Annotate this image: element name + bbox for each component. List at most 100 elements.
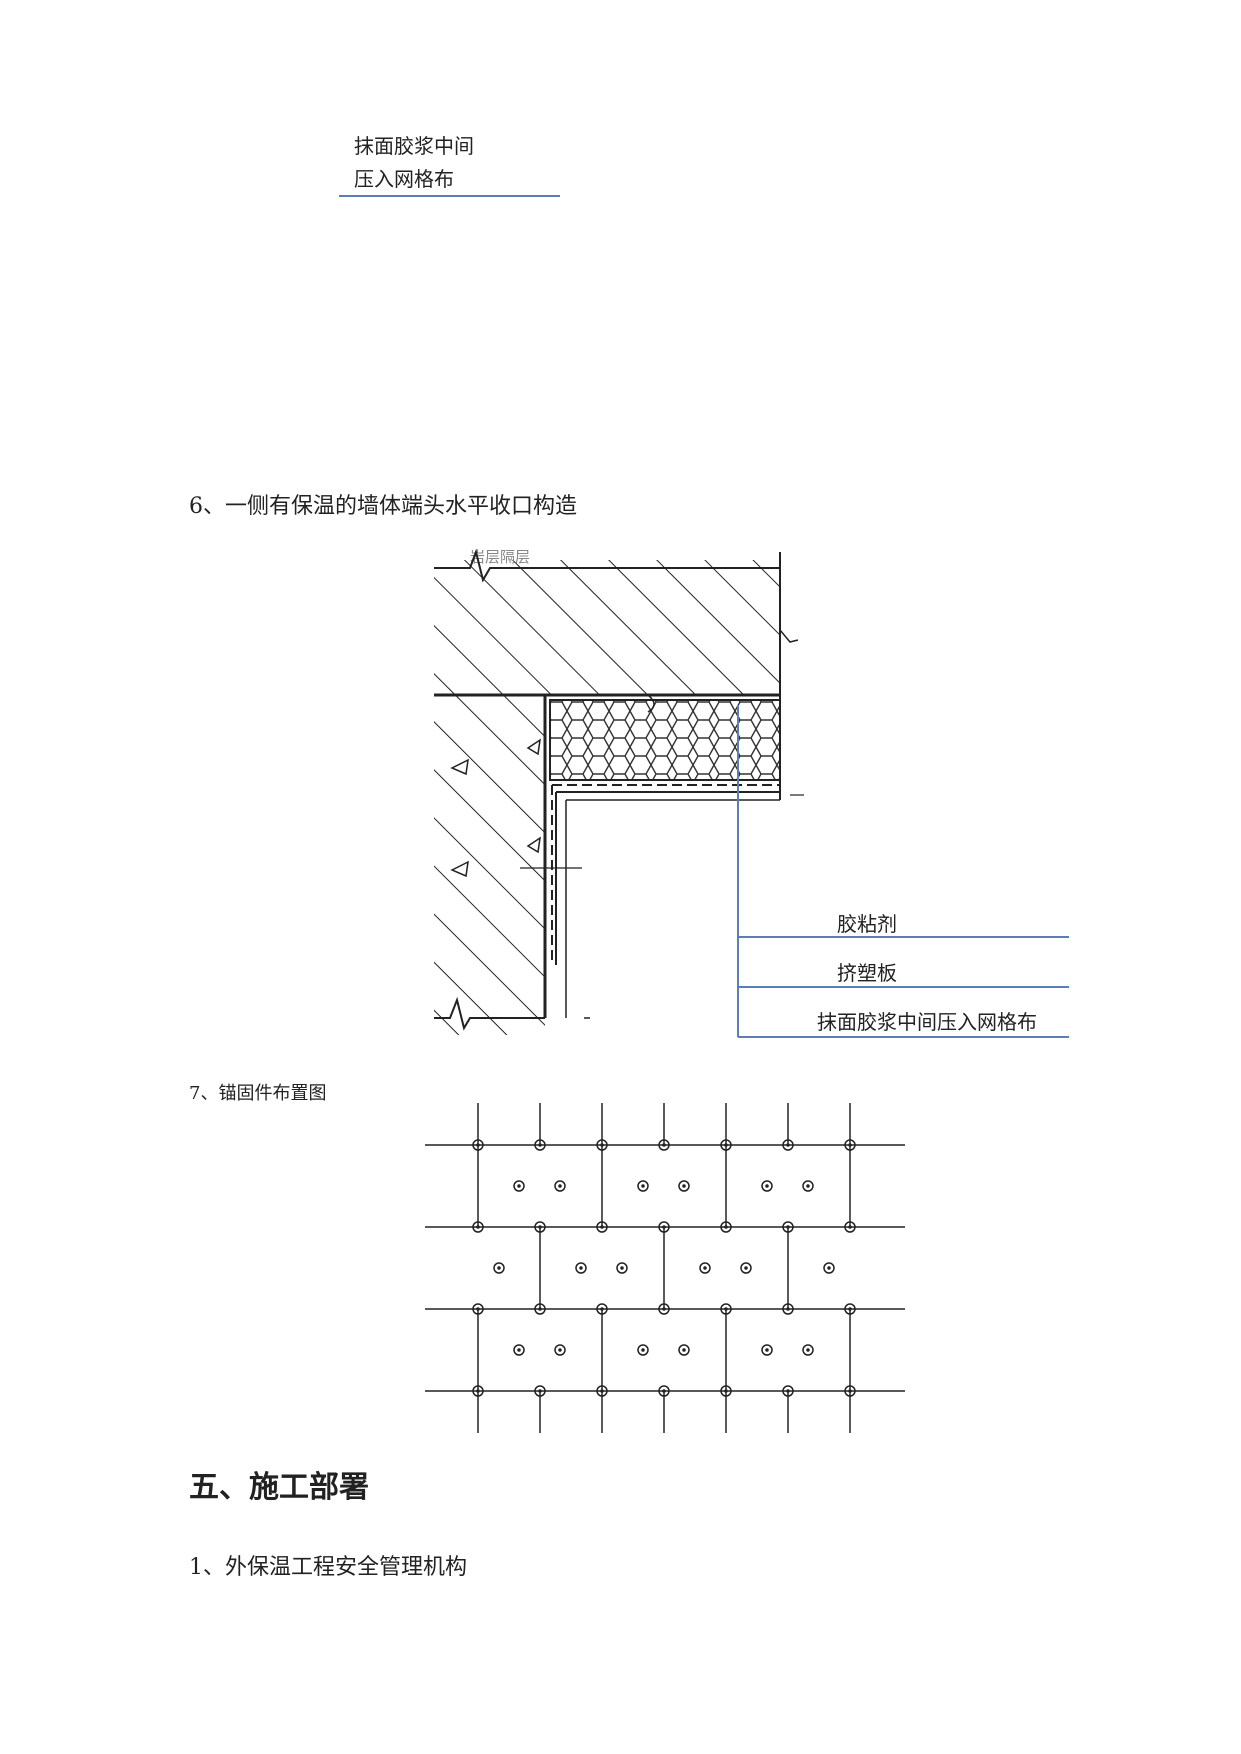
- anchor-point: [658, 1221, 670, 1233]
- anchor-point: [658, 1385, 670, 1397]
- anchor-point-center: [558, 1184, 562, 1188]
- anchor-point: [844, 1221, 856, 1233]
- anchor-point: [761, 1180, 773, 1192]
- anchor-point: [472, 1139, 484, 1151]
- anchor-point-center: [476, 1389, 480, 1393]
- anchor-point: [513, 1180, 525, 1192]
- anchor-point: [513, 1344, 525, 1356]
- anchor-point: [658, 1139, 670, 1151]
- anchor-point: [596, 1385, 608, 1397]
- anchor-point: [720, 1139, 732, 1151]
- anchor-point: [616, 1262, 628, 1274]
- anchor-point: [761, 1344, 773, 1356]
- anchor-point: [844, 1303, 856, 1315]
- anchor-point: [596, 1221, 608, 1233]
- anchor-point-center: [786, 1307, 790, 1311]
- anchor-point: [534, 1139, 546, 1151]
- anchor-point-center: [579, 1266, 583, 1270]
- anchor-point-center: [662, 1389, 666, 1393]
- anchor-point: [596, 1139, 608, 1151]
- anchor-point: [720, 1303, 732, 1315]
- anchor-point: [678, 1344, 690, 1356]
- anchor-point-center: [703, 1266, 707, 1270]
- anchor-point-center: [786, 1225, 790, 1229]
- anchor-point-center: [558, 1348, 562, 1352]
- anchor-point-center: [600, 1307, 604, 1311]
- anchor-point-center: [786, 1143, 790, 1147]
- anchor-point-center: [806, 1184, 810, 1188]
- anchor-point-center: [641, 1184, 645, 1188]
- anchor-point: [782, 1139, 794, 1151]
- anchor-point: [472, 1221, 484, 1233]
- anchor-point-center: [682, 1348, 686, 1352]
- anchor-point: [699, 1262, 711, 1274]
- anchor-point-center: [600, 1143, 604, 1147]
- anchor-point-center: [662, 1307, 666, 1311]
- anchor-point-center: [724, 1143, 728, 1147]
- anchor-point-center: [827, 1266, 831, 1270]
- anchor-point: [534, 1385, 546, 1397]
- anchor-point-center: [476, 1225, 480, 1229]
- anchor-point: [472, 1303, 484, 1315]
- chapter5-item1: 1、外保温工程安全管理机构: [189, 1555, 467, 1580]
- anchor-point-center: [662, 1225, 666, 1229]
- anchor-point-center: [641, 1348, 645, 1352]
- anchor-point-center: [538, 1389, 542, 1393]
- anchor-point-center: [620, 1266, 624, 1270]
- anchor-point-center: [517, 1184, 521, 1188]
- anchor-point-center: [662, 1143, 666, 1147]
- drawing-top-label: 岩层隔层: [470, 548, 530, 566]
- anchor-point-center: [724, 1389, 728, 1393]
- anchor-point-center: [848, 1143, 852, 1147]
- top-callout-underline: [339, 195, 560, 197]
- anchor-point: [637, 1344, 649, 1356]
- anchor-point-center: [744, 1266, 748, 1270]
- section7-heading: 7、锚固件布置图: [189, 1083, 327, 1104]
- anchor-point: [472, 1385, 484, 1397]
- anchor-point: [782, 1221, 794, 1233]
- callout-adhesive: 胶粘剂: [837, 912, 897, 936]
- anchor-point-center: [600, 1225, 604, 1229]
- anchor-point-center: [476, 1143, 480, 1147]
- anchor-point: [678, 1180, 690, 1192]
- anchor-point: [534, 1221, 546, 1233]
- anchor-point-center: [848, 1389, 852, 1393]
- anchor-point-center: [538, 1143, 542, 1147]
- anchor-point-center: [848, 1225, 852, 1229]
- anchor-point: [554, 1180, 566, 1192]
- anchor-point: [720, 1385, 732, 1397]
- anchor-point: [782, 1385, 794, 1397]
- anchor-point: [740, 1262, 752, 1274]
- anchor-point: [575, 1262, 587, 1274]
- anchor-point: [782, 1303, 794, 1315]
- section6-heading: 6、一侧有保温的墙体端头水平收口构造: [189, 494, 577, 519]
- anchor-point-center: [476, 1307, 480, 1311]
- anchor-point: [844, 1385, 856, 1397]
- anchor-point: [844, 1139, 856, 1151]
- anchor-point: [720, 1221, 732, 1233]
- anchor-point-center: [765, 1184, 769, 1188]
- anchor-point-center: [848, 1307, 852, 1311]
- chapter5-title: 五、施工部署: [189, 1470, 369, 1505]
- anchor-point-center: [765, 1348, 769, 1352]
- anchor-point-center: [600, 1389, 604, 1393]
- anchor-point: [554, 1344, 566, 1356]
- anchor-point-center: [724, 1225, 728, 1229]
- anchor-point: [637, 1180, 649, 1192]
- anchor-point: [658, 1303, 670, 1315]
- top-callout-line1: 抹面胶浆中间: [354, 134, 474, 158]
- anchor-point: [802, 1344, 814, 1356]
- anchor-point-center: [538, 1225, 542, 1229]
- anchor-point-center: [538, 1307, 542, 1311]
- anchor-point: [534, 1303, 546, 1315]
- anchor-point-center: [517, 1348, 521, 1352]
- anchor-point-center: [682, 1184, 686, 1188]
- anchor-point: [596, 1303, 608, 1315]
- anchor-point: [493, 1262, 505, 1274]
- anchor-point-center: [786, 1389, 790, 1393]
- callout-xps-board: 挤塑板: [837, 961, 897, 985]
- top-callout-line2: 压入网格布: [354, 167, 454, 191]
- anchor-point: [802, 1180, 814, 1192]
